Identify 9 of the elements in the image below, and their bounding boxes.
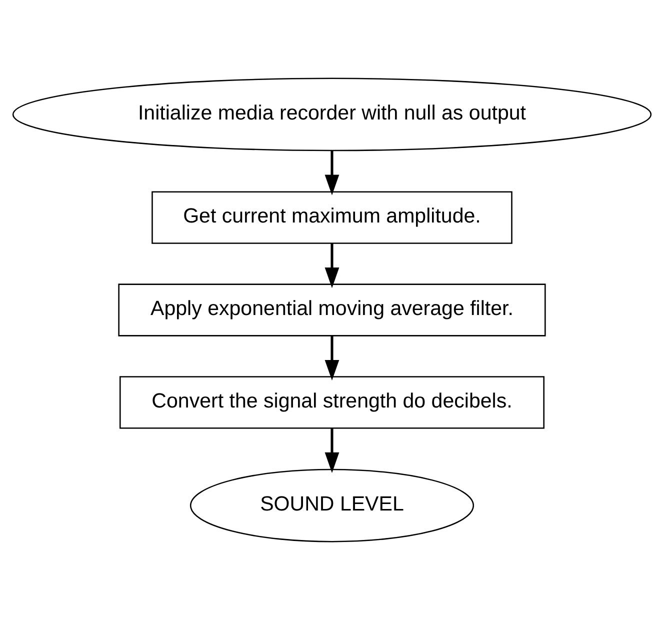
arrow: [324, 428, 340, 472]
node-box: Apply exponential moving average filter.: [118, 283, 546, 336]
arrow: [324, 242, 340, 288]
node-box: Convert the signal strength do decibels.: [119, 376, 544, 428]
node-ellipse: SOUND LEVEL: [190, 468, 474, 542]
arrow: [324, 335, 340, 380]
arrow: [324, 150, 340, 195]
node-ellipse: Initialize media recorder with null as output: [12, 77, 652, 151]
node-box: Get current maximum amplitude.: [152, 190, 512, 244]
